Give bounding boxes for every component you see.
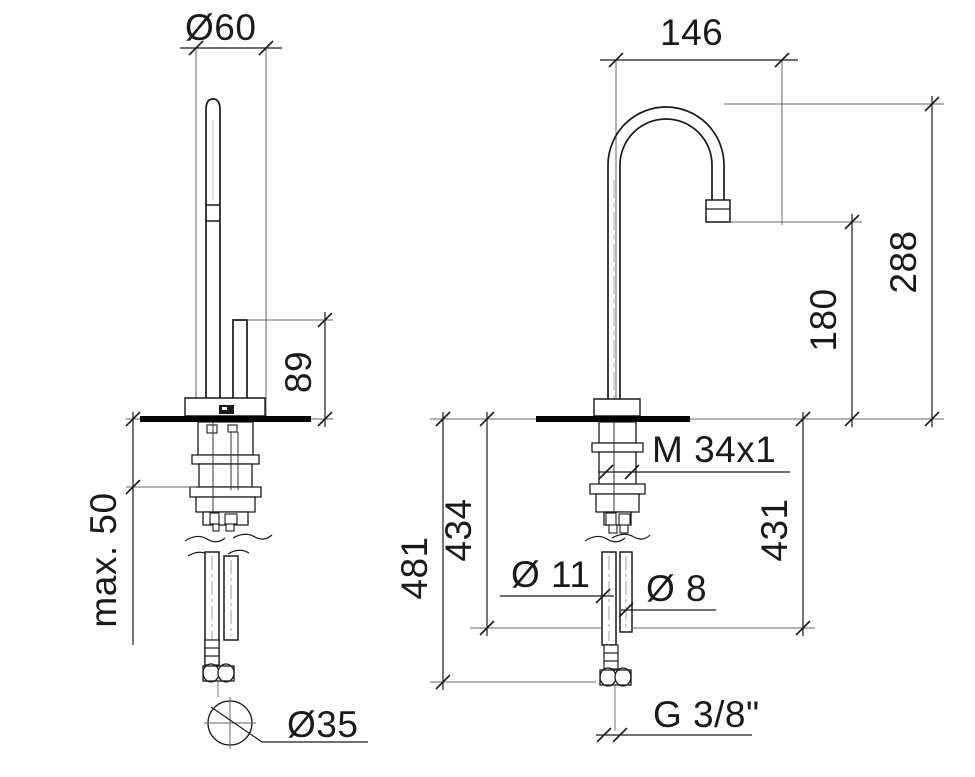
faucet-side-elevation [140, 98, 311, 697]
deck-plate [140, 416, 311, 422]
left-view-group: 89 max. 50 Ø35 Ø60 [83, 7, 368, 749]
dim-434: 434 [438, 411, 602, 636]
dim-label-dia8: Ø 8 [646, 568, 707, 609]
leader-g38: G 3/8" [596, 694, 760, 743]
right-view-group: 146 [394, 12, 944, 743]
dim-max-50: max. 50 [83, 411, 196, 645]
deck-plate [536, 416, 690, 422]
dim-label-431: 431 [754, 498, 795, 561]
dim-label-m34x1: M 34x1 [652, 429, 776, 470]
break-line [611, 533, 651, 540]
dim-label-288: 288 [883, 230, 924, 293]
dim-label-g38: G 3/8" [653, 694, 760, 735]
dim-extension-lines-146 [615, 60, 783, 418]
dim-line-dia60 [180, 40, 282, 56]
dim-89: 89 [247, 312, 333, 427]
dim-label-dia35: Ø35 [287, 704, 358, 745]
break-line [584, 535, 626, 543]
dim-label-146: 146 [660, 12, 723, 53]
dia35-detail: Ø35 [204, 697, 368, 749]
dim-label-dia60: Ø60 [185, 7, 256, 48]
dim-label-180: 180 [803, 288, 844, 351]
leader-dia8: Ø 8 [618, 568, 716, 618]
dim-180: 180 [730, 214, 862, 427]
dim-label-dia11: Ø 11 [511, 554, 590, 595]
dim-extension-lines-dia60 [195, 48, 267, 418]
leader-m34x1: M 34x1 [598, 429, 790, 480]
break-line [232, 533, 273, 540]
break-line [184, 535, 226, 543]
dim-label-434: 434 [438, 498, 479, 561]
dim-label-max-50: max. 50 [83, 492, 124, 627]
dim-431: 431 [632, 411, 815, 636]
dim-label-89: 89 [278, 351, 319, 393]
dim-label-481: 481 [394, 536, 435, 599]
dim-481: 481 [394, 411, 596, 690]
dim-288: 288 [690, 96, 944, 427]
faucet-front-elevation [536, 106, 731, 731]
leader-dia11: Ø 11 [500, 554, 614, 604]
dim-line-146 [600, 52, 798, 68]
